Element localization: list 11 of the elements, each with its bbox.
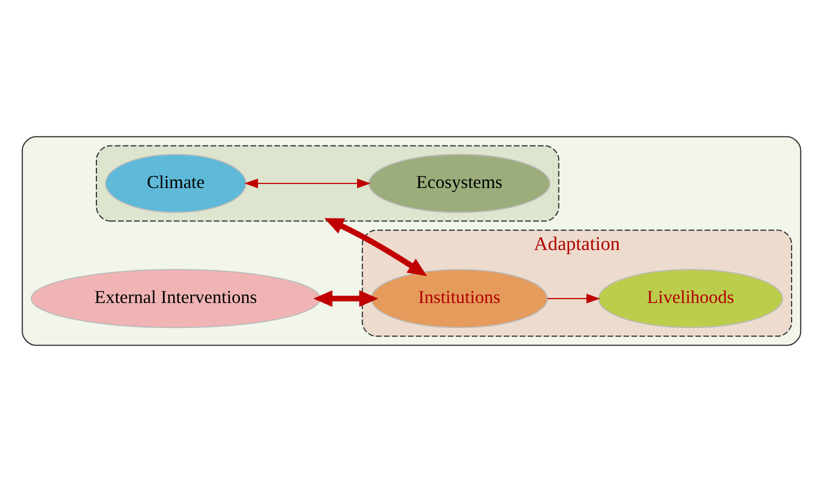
node-ellipse: External Interventions (30, 269, 321, 328)
arrow (547, 294, 600, 304)
node-ellipse: Ecosystems (368, 154, 550, 213)
arrow (313, 290, 378, 307)
node-ellipse: Climate (104, 154, 246, 213)
arrow (244, 178, 371, 188)
cluster (96, 145, 560, 222)
node-ellipse: Livelihoods (598, 269, 784, 328)
cluster (22, 136, 802, 346)
arrow (324, 218, 428, 276)
node-ellipse: Institutions (370, 269, 548, 328)
